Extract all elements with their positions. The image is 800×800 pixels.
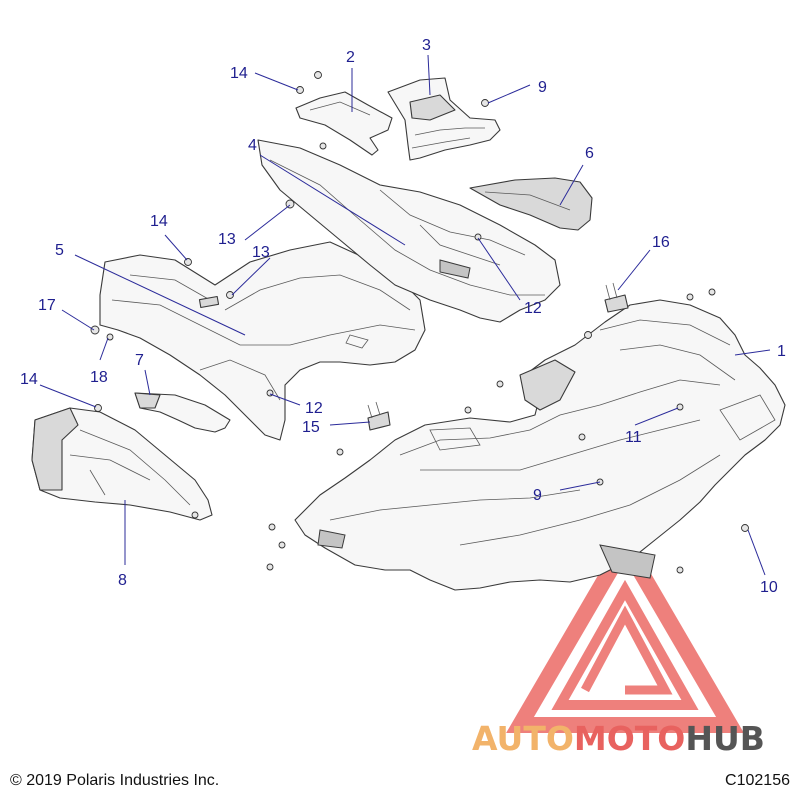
part-1-main-body <box>294 299 786 591</box>
callout-4: 4 <box>248 137 257 154</box>
automotohub-watermark: AUTOMOTOHUB <box>472 719 765 758</box>
automotohub-logo-mark <box>506 529 744 733</box>
watermark-moto: MOTO <box>574 719 685 758</box>
callout-1: 1 <box>777 343 786 360</box>
callout-8: 8 <box>118 572 127 589</box>
callout-14-middle: 14 <box>150 213 168 230</box>
svg-text:AUTOMOTOHUB: AUTOMOTOHUB <box>472 719 765 758</box>
callout-7: 7 <box>135 352 144 369</box>
watermark-auto: AUTO <box>472 719 574 758</box>
callout-13-upper: 13 <box>218 231 236 248</box>
fasteners <box>90 71 749 574</box>
callout-13-lower: 13 <box>252 244 270 261</box>
leader-lines <box>39 54 771 576</box>
callout-10: 10 <box>760 579 778 596</box>
callout-15: 15 <box>302 419 320 436</box>
part-3-grill <box>387 77 501 161</box>
diagram-code: C102156 <box>725 772 790 789</box>
part-15-latch <box>367 401 391 431</box>
part-16-latch <box>604 282 629 313</box>
part-4-center-console <box>257 139 561 323</box>
part-2-bracket <box>295 91 393 156</box>
callout-2: 2 <box>346 49 355 66</box>
callout-3: 3 <box>422 37 431 54</box>
part-6-side-shield <box>469 177 593 231</box>
callout-14-top: 14 <box>230 65 248 82</box>
callout-12-left: 12 <box>305 400 323 417</box>
part-8-side-panel <box>31 407 213 521</box>
callout-16: 16 <box>652 234 670 251</box>
callout-11: 11 <box>625 429 642 446</box>
callout-12-right: 12 <box>524 300 542 317</box>
callout-18: 18 <box>90 369 108 386</box>
callout-6: 6 <box>585 145 594 162</box>
part-7-shield <box>134 392 231 433</box>
callout-9-bottom: 9 <box>533 487 542 504</box>
copyright-text: © 2019 Polaris Industries Inc. <box>10 772 220 789</box>
callout-14-left: 14 <box>20 371 38 388</box>
callout-5: 5 <box>55 242 64 259</box>
part-5-front-body <box>99 241 426 441</box>
callout-17: 17 <box>38 297 56 314</box>
callout-labels: 1 2 3 4 5 6 7 8 9 9 10 11 12 12 13 13 14… <box>20 37 786 596</box>
watermark-hub: HUB <box>685 719 765 758</box>
callout-9-top: 9 <box>538 79 547 96</box>
